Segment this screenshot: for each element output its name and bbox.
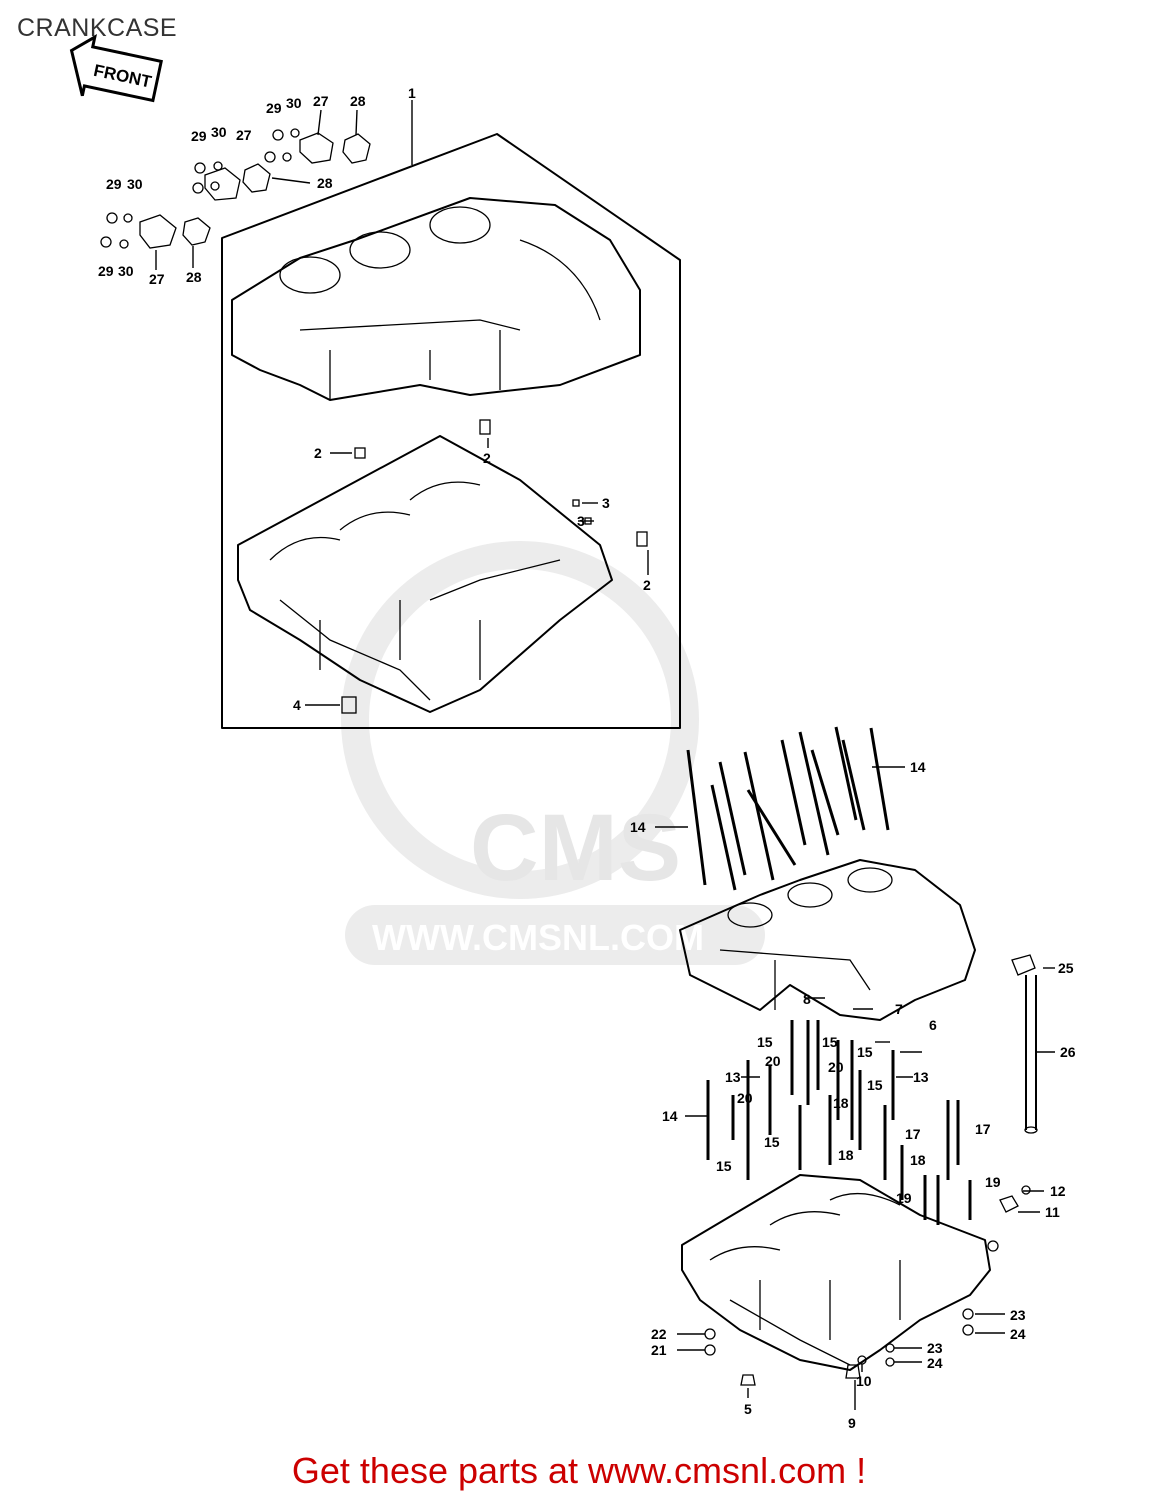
crankcase-bolts (706, 1020, 972, 1225)
callout-17: 17 (905, 1126, 921, 1142)
callout-13: 13 (725, 1069, 741, 1085)
callout-15: 15 (764, 1134, 780, 1150)
callout-14: 14 (662, 1108, 678, 1124)
callout-28: 28 (186, 269, 202, 285)
callout-20: 20 (737, 1090, 753, 1106)
callout-27: 27 (149, 271, 165, 287)
callout-18: 18 (910, 1152, 926, 1168)
callout-2: 2 (483, 450, 491, 466)
callout-10: 10 (856, 1373, 872, 1389)
lower-crankcase-half-top (237, 435, 613, 713)
callout-6: 6 (929, 1017, 937, 1033)
callout-30: 30 (211, 124, 227, 140)
callout-17: 17 (975, 1121, 991, 1137)
callout-13: 13 (913, 1069, 929, 1085)
part-callouts: 1 2 2 2 3 3 4 5 6 7 8 9 10 11 12 13 13 1… (98, 85, 1076, 1431)
callout-30: 30 (118, 263, 134, 279)
callout-29: 29 (266, 100, 282, 116)
cmsnl-watermark: CMS WWW.CMSNL.COM (341, 541, 765, 965)
callout-1: 1 (408, 85, 416, 101)
callout-18: 18 (838, 1147, 854, 1163)
cover-leader-lines (155, 109, 358, 270)
callout-2: 2 (314, 445, 322, 461)
callout-24: 24 (927, 1355, 943, 1371)
callout-29: 29 (98, 263, 114, 279)
callout-8: 8 (803, 991, 811, 1007)
callout-30: 30 (127, 176, 143, 192)
callout-28: 28 (350, 93, 366, 109)
callout-7: 7 (895, 1001, 903, 1017)
callout-20: 20 (765, 1053, 781, 1069)
callout-28: 28 (317, 175, 333, 191)
callout-15: 15 (716, 1158, 732, 1174)
callout-3: 3 (577, 513, 585, 529)
callout-27: 27 (236, 127, 252, 143)
callout-5: 5 (744, 1401, 752, 1417)
callout-3: 3 (602, 495, 610, 511)
callout-2: 2 (643, 577, 651, 593)
callout-29: 29 (106, 176, 122, 192)
callout-25: 25 (1058, 960, 1074, 976)
callout-27: 27 (313, 93, 329, 109)
callout-15: 15 (757, 1034, 773, 1050)
callout-12: 12 (1050, 1183, 1066, 1199)
callout-23: 23 (1010, 1307, 1026, 1323)
oil-pipe (1011, 954, 1038, 1134)
crankcase-assembly-frame (221, 133, 681, 729)
breather-covers (100, 128, 371, 249)
callout-23: 23 (927, 1340, 943, 1356)
stud-bolts (686, 726, 890, 891)
leader-lines (305, 438, 1055, 1410)
drain-plugs-and-fittings (704, 1185, 1031, 1386)
callout-15: 15 (867, 1077, 883, 1093)
upper-crankcase-half-bottom (679, 859, 976, 1021)
callout-15: 15 (857, 1044, 873, 1060)
callout-26: 26 (1060, 1044, 1076, 1060)
callout-15: 15 (822, 1034, 838, 1050)
upper-crankcase-half-top (231, 197, 641, 401)
front-arrow: FRONT (69, 34, 163, 103)
callout-14: 14 (910, 759, 926, 775)
callout-20: 20 (828, 1059, 844, 1075)
callout-11: 11 (1045, 1204, 1060, 1220)
callout-4: 4 (293, 697, 301, 713)
callout-19: 19 (985, 1174, 1001, 1190)
callout-19: 19 (896, 1190, 912, 1206)
watermark-url: WWW.CMSNL.COM (372, 917, 704, 958)
callout-30: 30 (286, 95, 302, 111)
callout-21: 21 (651, 1342, 667, 1358)
callout-22: 22 (651, 1326, 667, 1342)
callout-18: 18 (833, 1095, 849, 1111)
callout-24: 24 (1010, 1326, 1026, 1342)
callout-29: 29 (191, 128, 207, 144)
callout-9: 9 (848, 1415, 856, 1431)
page-title: CRANKCASE (17, 14, 178, 42)
callout-14: 14 (630, 819, 646, 835)
footer-promo-text: Get these parts at www.cmsnl.com ! (291, 1450, 867, 1491)
watermark-logo: CMS (470, 795, 681, 901)
lower-crankcase-half-bottom (681, 1174, 999, 1371)
